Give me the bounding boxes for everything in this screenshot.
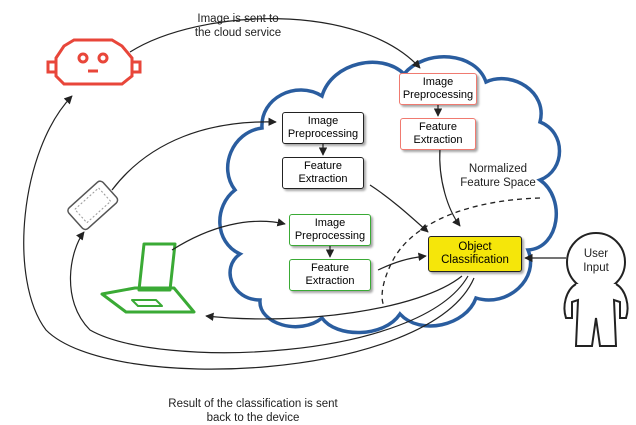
arrow-class-to-robot bbox=[23, 95, 475, 370]
cloud-shape bbox=[218, 55, 562, 335]
arrow-to-cloud bbox=[129, 18, 421, 69]
feature-space-boundary bbox=[381, 197, 541, 307]
arrow-phone-to-black bbox=[111, 117, 277, 191]
arrow-black-to-class bbox=[369, 184, 429, 233]
laptop-icon bbox=[100, 242, 196, 314]
user-figure-icon bbox=[563, 232, 629, 347]
arrow-green-to-class bbox=[377, 252, 427, 271]
arrow-class-to-phone bbox=[69, 231, 469, 354]
arrow-laptop-to-green bbox=[171, 218, 286, 251]
robot-icon bbox=[46, 38, 142, 86]
smartphone-icon bbox=[67, 180, 119, 231]
arrow-class-to-laptop bbox=[205, 275, 463, 321]
arrow-red-to-class bbox=[439, 147, 461, 227]
